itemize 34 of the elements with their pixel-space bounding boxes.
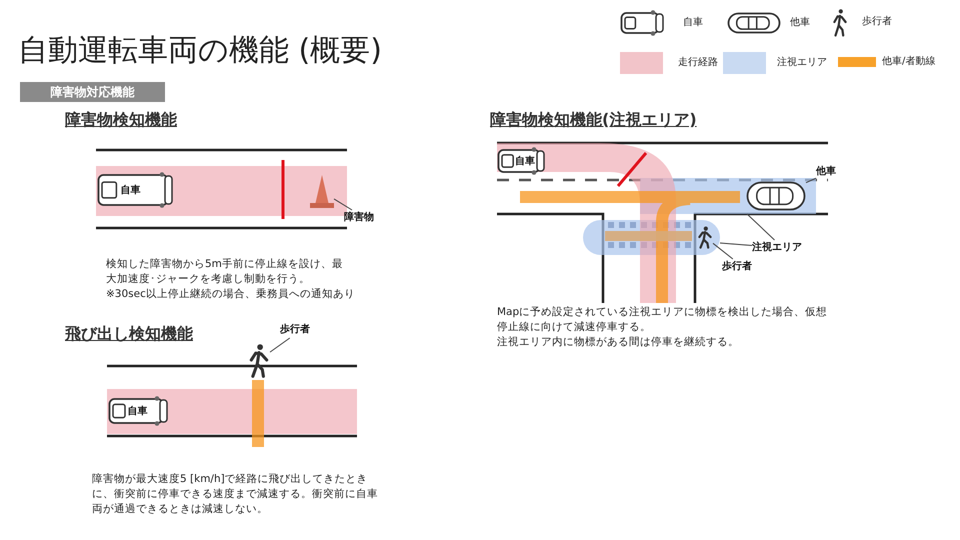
leader-line bbox=[720, 242, 752, 246]
legend-label: 走行経路 bbox=[678, 56, 718, 70]
legend-label: 他車 bbox=[790, 16, 810, 30]
leader-line bbox=[746, 214, 776, 240]
description-text: 注視エリア内に物標がある間は停車を継続する。 bbox=[497, 335, 740, 350]
section-badge: 障害物対応機能 bbox=[20, 82, 165, 102]
legend-label: 歩行者 bbox=[862, 14, 892, 29]
callout-label: 歩行者 bbox=[722, 260, 753, 273]
legend-label: 他車/者動線 bbox=[882, 54, 936, 69]
leader-line bbox=[334, 198, 353, 210]
callout-label: 障害物 bbox=[344, 210, 375, 224]
leader-line bbox=[712, 242, 734, 260]
section-heading: 障害物検知機能 bbox=[65, 110, 177, 131]
traffic-cone-icon bbox=[310, 174, 334, 209]
title: 自動運転車両の機能 (概要) bbox=[18, 32, 382, 70]
callout-label: 注視エリア bbox=[752, 240, 803, 254]
description-text: 検知した障害物から5m手前に停止線を設け、最大加速度･ジャークを考慮し制動を行う。 bbox=[106, 257, 344, 287]
pedestrian-icon bbox=[697, 226, 713, 248]
description-text: ※30sec以上停止継続の場合、乗務員への通知あり bbox=[106, 287, 356, 302]
leader-line bbox=[270, 338, 290, 353]
section-heading: 飛び出し検知機能 bbox=[65, 324, 193, 345]
callout-label: 他車 bbox=[816, 164, 837, 178]
description-text: 障害物が最大速度5 [km/h]で経路に飛び出してきたときに、衝突前に停車できる速度まで減速する。衝突前に自車両が通過できるときは減速しない。 bbox=[92, 472, 379, 517]
legend-label: 注視エリア bbox=[777, 56, 827, 70]
car-icon bbox=[746, 181, 806, 211]
callout-label: 歩行者 bbox=[280, 322, 311, 336]
section-heading: 障害物検知機能(注視エリア) bbox=[490, 110, 697, 131]
car-label: 自車 bbox=[120, 184, 140, 197]
car-label: 自車 bbox=[515, 154, 536, 168]
leader-line bbox=[806, 178, 816, 184]
pedestrian-icon bbox=[248, 343, 270, 377]
car-label: 自車 bbox=[128, 404, 148, 418]
legend-label: 自車 bbox=[683, 16, 703, 30]
description-text: Mapに予め設定されている注視エリアに物標を検出した場合、仮想停止線に向けて減速停車する。 bbox=[497, 305, 828, 335]
